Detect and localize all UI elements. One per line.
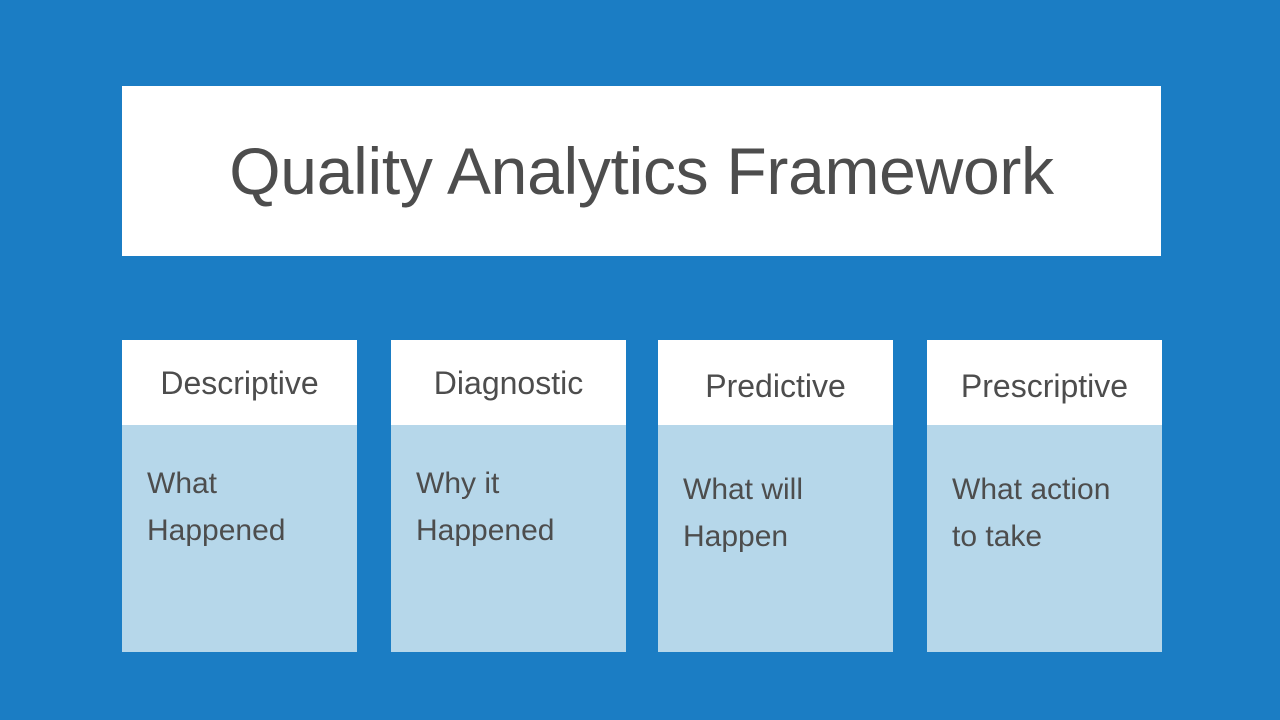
card-body-predictive: What will Happen <box>658 425 893 652</box>
analytics-card-diagnostic[interactable]: Diagnostic Why it Happened <box>391 340 626 652</box>
card-body-label: What action to take <box>952 473 1111 553</box>
card-body-descriptive: What Happened <box>122 425 357 652</box>
analytics-card-descriptive[interactable]: Descriptive What Happened <box>122 340 357 652</box>
card-header-diagnostic: Diagnostic <box>391 340 626 425</box>
card-body-prescriptive: What action to take <box>927 425 1162 652</box>
page-title: Quality Analytics Framework <box>229 134 1054 208</box>
card-body-label: What will Happen <box>683 473 804 553</box>
card-body-diagnostic: Why it Happened <box>391 425 626 652</box>
card-header-label: Prescriptive <box>960 367 1129 404</box>
card-body-label: What Happened <box>147 467 286 547</box>
analytics-card-prescriptive[interactable]: Prescriptive What action to take <box>927 340 1162 652</box>
card-body-label: Why it Happened <box>416 467 555 547</box>
card-header-prescriptive: Prescriptive <box>927 340 1162 425</box>
card-header-label: Predictive <box>705 367 846 404</box>
card-header-descriptive: Descriptive <box>122 340 357 425</box>
card-header-label: Descriptive <box>160 364 319 401</box>
analytics-card-predictive[interactable]: Predictive What will Happen <box>658 340 893 652</box>
card-header-label: Diagnostic <box>433 364 584 401</box>
analytics-cards-row: Descriptive What Happened Diagnostic Why… <box>122 340 1162 652</box>
title-panel: Quality Analytics Framework <box>122 86 1161 256</box>
card-header-predictive: Predictive <box>658 340 893 425</box>
